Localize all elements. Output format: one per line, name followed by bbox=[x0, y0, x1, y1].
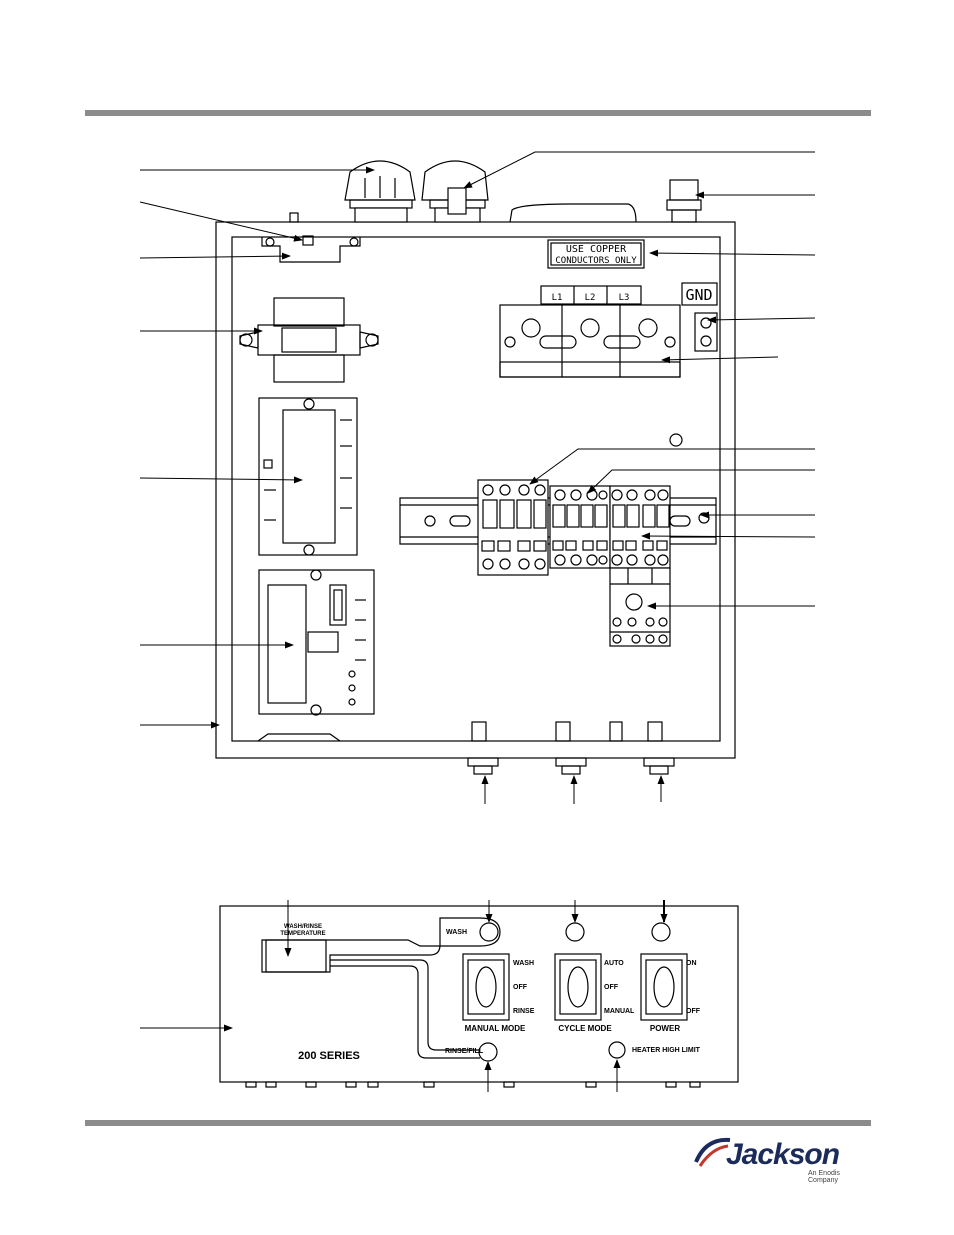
door-switch bbox=[289, 212, 299, 223]
knockout-plug bbox=[509, 203, 637, 223]
leader-lines-top bbox=[139, 151, 816, 804]
power-switch bbox=[640, 953, 688, 1021]
contactor-2 bbox=[549, 485, 611, 569]
power-pos1: ON bbox=[686, 960, 697, 967]
copper-label-line1: USE COPPER bbox=[566, 244, 627, 255]
main-terminal-block bbox=[499, 285, 681, 378]
jackson-logo: Jackson An Enodis Company bbox=[692, 1132, 862, 1184]
logo-swoosh-icon bbox=[694, 1137, 731, 1167]
leader-lines-bottom bbox=[140, 900, 668, 1092]
transformer bbox=[239, 297, 379, 383]
cycle-mode-pos2: OFF bbox=[604, 984, 619, 991]
gnd-label: GND bbox=[685, 286, 712, 304]
copper-label-box bbox=[547, 239, 645, 269]
front-panel bbox=[219, 905, 739, 1088]
manual-mode-pos2: OFF bbox=[513, 984, 528, 991]
terminal-l3-label: L3 bbox=[619, 293, 630, 303]
heater-high-limit-label: HEATER HIGH LIMIT bbox=[632, 1047, 701, 1054]
door-interlock bbox=[261, 235, 361, 263]
ground-lug bbox=[681, 282, 718, 352]
mounting-nut bbox=[669, 433, 683, 447]
logo-tagline: An Enodis Company bbox=[808, 1170, 840, 1184]
timer-board bbox=[258, 569, 375, 716]
conduit-fitting-right bbox=[421, 160, 489, 223]
temperature-label-line1: WASH/RINSE bbox=[284, 924, 322, 930]
rinse-fill-light-label: RINSE/FILL bbox=[445, 1048, 484, 1055]
bottom-rule bbox=[85, 1120, 871, 1126]
overload-relay bbox=[609, 567, 671, 647]
manual-mode-title: MANUAL MODE bbox=[465, 1024, 526, 1033]
cycle-mode-switch bbox=[554, 953, 602, 1021]
power-title: POWER bbox=[650, 1024, 680, 1033]
temperature-controller bbox=[258, 397, 358, 556]
manual-mode-pos1: WASH bbox=[513, 960, 534, 967]
terminal-l1-label: L1 bbox=[552, 293, 563, 303]
terminal-l2-label: L2 bbox=[585, 293, 596, 303]
bottom-fittings bbox=[257, 721, 675, 775]
panel-feet bbox=[245, 1081, 701, 1088]
copper-label-line2: CONDUCTORS ONLY bbox=[555, 256, 637, 266]
temperature-label-line2: TEMPERATURE bbox=[280, 931, 325, 937]
cycle-mode-pos3: MANUAL bbox=[604, 1008, 635, 1015]
power-pos2: OFF bbox=[686, 1008, 701, 1015]
contactor-1 bbox=[477, 479, 549, 576]
wash-light-label: WASH bbox=[446, 929, 467, 936]
top-rule bbox=[85, 110, 871, 116]
cable-gland bbox=[666, 179, 702, 223]
contactor-3 bbox=[609, 485, 671, 569]
logo-wordmark: Jackson bbox=[726, 1138, 840, 1171]
conduit-fitting-left bbox=[344, 160, 416, 223]
manual-mode-pos3: RINSE bbox=[513, 1008, 535, 1015]
series-label: 200 SERIES bbox=[298, 1050, 360, 1062]
cycle-mode-pos1: AUTO bbox=[604, 960, 624, 967]
manual-mode-switch bbox=[462, 953, 510, 1021]
enclosure bbox=[215, 160, 736, 775]
cycle-mode-title: CYCLE MODE bbox=[558, 1024, 612, 1033]
